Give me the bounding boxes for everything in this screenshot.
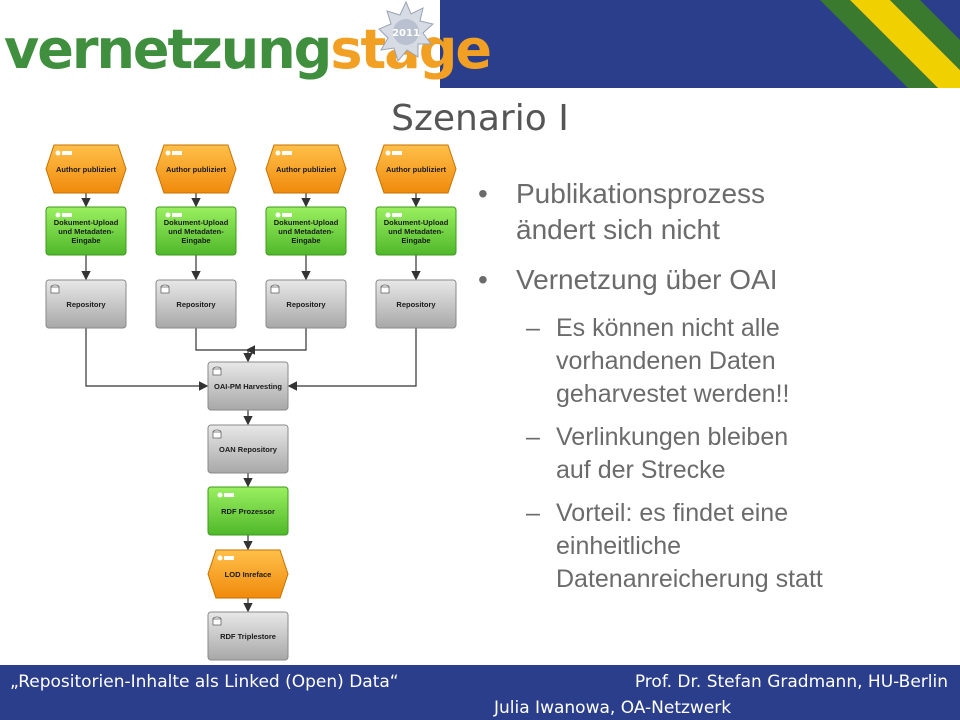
bullet-marker: – xyxy=(526,499,540,527)
year-badge: 2011 xyxy=(378,0,434,63)
repository-node-label: Repository xyxy=(396,300,436,309)
bullet-text: einheitliche xyxy=(556,532,682,560)
upload-node-label: Dokument-Upload xyxy=(54,218,119,227)
pipeline-node-label: OAI-PM Harvesting xyxy=(214,382,282,391)
arrow-to-harvesting xyxy=(85,328,209,391)
pipeline-node-3: RDF Prozessor xyxy=(207,486,289,536)
bullet-text: Vorteil: es findet eine xyxy=(556,499,789,527)
bullet-marker: – xyxy=(526,314,540,342)
upload-node-label: und Metadaten- xyxy=(168,227,224,236)
bullet-text: Publikationsprozess xyxy=(516,178,766,209)
badge-year: 2011 xyxy=(392,28,420,39)
repository-node-1: Repository xyxy=(45,279,127,329)
bullet-text: auf der Strecke xyxy=(556,456,726,484)
pipeline-node-4: LOD Inreface xyxy=(207,549,289,599)
footer: „Repositorien-Inhalte als Linked (Open) … xyxy=(0,665,960,720)
author-node-2: Author publiziert xyxy=(155,144,237,194)
upload-node-label: Dokument-Upload xyxy=(384,218,449,227)
upload-node-label: Eingabe xyxy=(401,236,430,245)
repository-node-2: Repository xyxy=(155,279,237,329)
author-node-1: Author publiziert xyxy=(45,144,127,194)
pipeline-node-2: OAN Repository xyxy=(207,424,289,474)
upload-node-label: und Metadaten- xyxy=(58,227,114,236)
author-node-label: Author publiziert xyxy=(386,165,446,174)
upload-node-label: Dokument-Upload xyxy=(274,218,339,227)
header: vernetzungstage 2011 xyxy=(0,0,960,88)
pipeline-node-5: RDF Triplestore xyxy=(207,611,289,661)
upload-node-label: Eingabe xyxy=(291,236,320,245)
logo-part-1: vernetzung xyxy=(4,18,332,81)
bullet-item-1: • Publikationsprozess ändert sich nicht xyxy=(478,176,948,248)
footer-author-1: Prof. Dr. Stefan Gradmann, HU-Berlin xyxy=(634,672,948,692)
upload-node-label: und Metadaten- xyxy=(278,227,334,236)
bullet-item-2: • Vernetzung über OAI xyxy=(478,262,948,298)
footer-author-2: Julia Iwanowa, OA-Netzwerk xyxy=(494,698,732,718)
arrow-to-harvesting xyxy=(245,328,307,355)
pipeline-node-label: OAN Repository xyxy=(219,445,278,454)
upload-node-label: Dokument-Upload xyxy=(164,218,229,227)
logo: vernetzungstage xyxy=(4,18,492,81)
repository-node-label: Repository xyxy=(286,300,326,309)
author-node-label: Author publiziert xyxy=(166,165,226,174)
repository-node-4: Repository xyxy=(375,279,457,329)
repository-node-label: Repository xyxy=(176,300,216,309)
bullet-text: Vernetzung über OAI xyxy=(516,264,778,295)
bullet-text: geharvestet werden!! xyxy=(556,380,790,408)
corner-stripes xyxy=(820,0,960,88)
bullet-marker: – xyxy=(526,423,540,451)
bullet-list: • Publikationsprozess ändert sich nicht • Ve… xyxy=(478,176,948,606)
pipeline-node-label: RDF Prozessor xyxy=(221,507,275,516)
bullet-marker: • xyxy=(478,264,488,295)
bullet-text: Es können nicht alle xyxy=(556,314,780,342)
bullet-marker: • xyxy=(478,178,488,209)
bullet-text: ändert sich nicht xyxy=(516,214,720,245)
bullet-item-4: –Verlinkungen bleiben auf der Strecke xyxy=(478,421,948,487)
upload-node-label: Eingabe xyxy=(181,236,210,245)
repository-node-3: Repository xyxy=(265,279,347,329)
upload-node-label: und Metadaten- xyxy=(388,227,444,236)
author-node-label: Author publiziert xyxy=(56,165,116,174)
repository-node-label: Repository xyxy=(66,300,106,309)
bullet-text: vorhandenen Daten xyxy=(556,347,776,375)
author-node-3: Author publiziert xyxy=(265,144,347,194)
pipeline-node-label: LOD Inreface xyxy=(225,570,272,579)
pipeline-node-1: OAI-PM Harvesting xyxy=(207,361,289,411)
slide-title: Szenario I xyxy=(391,98,569,139)
bullet-item-3: –Es können nicht alle vorhandenen Daten ge… xyxy=(478,312,948,411)
bullet-text: Datenanreicherung statt xyxy=(556,565,823,593)
author-node-label: Author publiziert xyxy=(276,165,336,174)
footer-talk-title: „Repositorien-Inhalte als Linked (Open) … xyxy=(10,672,399,692)
arrow-to-harvesting xyxy=(287,328,417,391)
upload-node-label: Eingabe xyxy=(71,236,100,245)
pipeline-node-label: RDF Triplestore xyxy=(220,632,276,641)
author-node-4: Author publiziert xyxy=(375,144,457,194)
bullet-text: Verlinkungen bleiben xyxy=(556,423,789,451)
arrow-to-harvesting xyxy=(195,328,253,363)
